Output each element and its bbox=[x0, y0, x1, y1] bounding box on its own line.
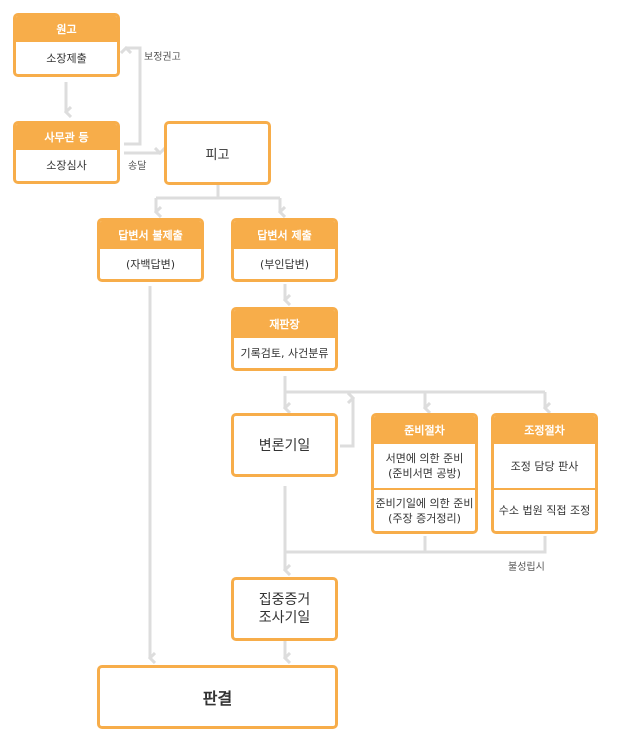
prep-date-line2: (주장 증거정리) bbox=[388, 511, 461, 525]
node-no-answer-title: 답변서 불제출 bbox=[100, 221, 201, 249]
node-preparation-written: 서면에 의한 준비 (준비서면 공방) bbox=[374, 444, 475, 488]
node-mediation-judge: 조정 담당 판사 bbox=[510, 459, 579, 473]
node-plaintiff-title: 원고 bbox=[16, 16, 117, 42]
node-presiding-judge: 재판장 기록검토, 사건분류 bbox=[231, 307, 338, 371]
node-intensive-evidence: 집중증거 조사기일 bbox=[231, 577, 338, 641]
arrow-correction bbox=[124, 48, 142, 146]
node-preparation-date: 준비기일에 의한 준비 (주장 증거정리) bbox=[374, 488, 475, 531]
node-presiding-judge-title: 재판장 bbox=[234, 310, 335, 338]
arrow-presiding-split bbox=[283, 376, 545, 394]
node-preparation-title: 준비절차 bbox=[374, 416, 475, 444]
node-clerk: 사무관 등 소장심사 bbox=[13, 121, 120, 184]
intensive-line1: 집중증거 bbox=[258, 592, 311, 608]
node-plaintiff: 원고 소장제출 bbox=[13, 13, 120, 77]
node-defendant: 피고 bbox=[164, 121, 271, 185]
label-service: 송달 bbox=[128, 161, 147, 172]
label-failure: 불성립시 bbox=[508, 562, 545, 573]
node-presiding-judge-desc: 기록검토, 사건분류 bbox=[240, 346, 329, 360]
node-answer-title: 답변서 제출 bbox=[234, 221, 335, 249]
arrow-pleading-return bbox=[340, 398, 353, 448]
prep-written-line1: 서면에 의한 준비 bbox=[385, 452, 464, 465]
node-clerk-title: 사무관 등 bbox=[16, 124, 117, 150]
node-pleading-date: 변론기일 bbox=[231, 413, 338, 477]
node-clerk-desc: 소장심사 bbox=[46, 159, 87, 172]
arrow-defendant-split bbox=[154, 185, 282, 212]
judgment-label: 판결 bbox=[202, 689, 233, 708]
node-no-answer: 답변서 불제출 (자백답변) bbox=[97, 218, 204, 282]
node-judgment: 판결 bbox=[97, 665, 338, 729]
node-mediation-court: 수소 법원 직접 조정 bbox=[494, 488, 595, 531]
prep-written-line2: (준비서면 공방) bbox=[388, 467, 461, 480]
node-mediation: 조정절차 조정 담당 판사 수소 법원 직접 조정 bbox=[491, 413, 598, 534]
arrow-merge bbox=[283, 486, 547, 554]
node-answer-desc: (부인답변) bbox=[259, 257, 310, 271]
node-plaintiff-desc: 소장제출 bbox=[46, 51, 87, 65]
node-mediation-title: 조정절차 bbox=[494, 416, 595, 444]
node-preparation: 준비절차 서면에 의한 준비 (준비서면 공방) 준비기일에 의한 준비 (주장… bbox=[371, 413, 478, 534]
node-answer: 답변서 제출 (부인답변) bbox=[231, 218, 338, 282]
prep-date-line1: 준비기일에 의한 준비 bbox=[375, 496, 474, 510]
intensive-line2: 조사기일 bbox=[258, 610, 311, 626]
node-no-answer-desc: (자백답변) bbox=[125, 257, 176, 271]
label-correction: 보정권고 bbox=[144, 52, 181, 63]
